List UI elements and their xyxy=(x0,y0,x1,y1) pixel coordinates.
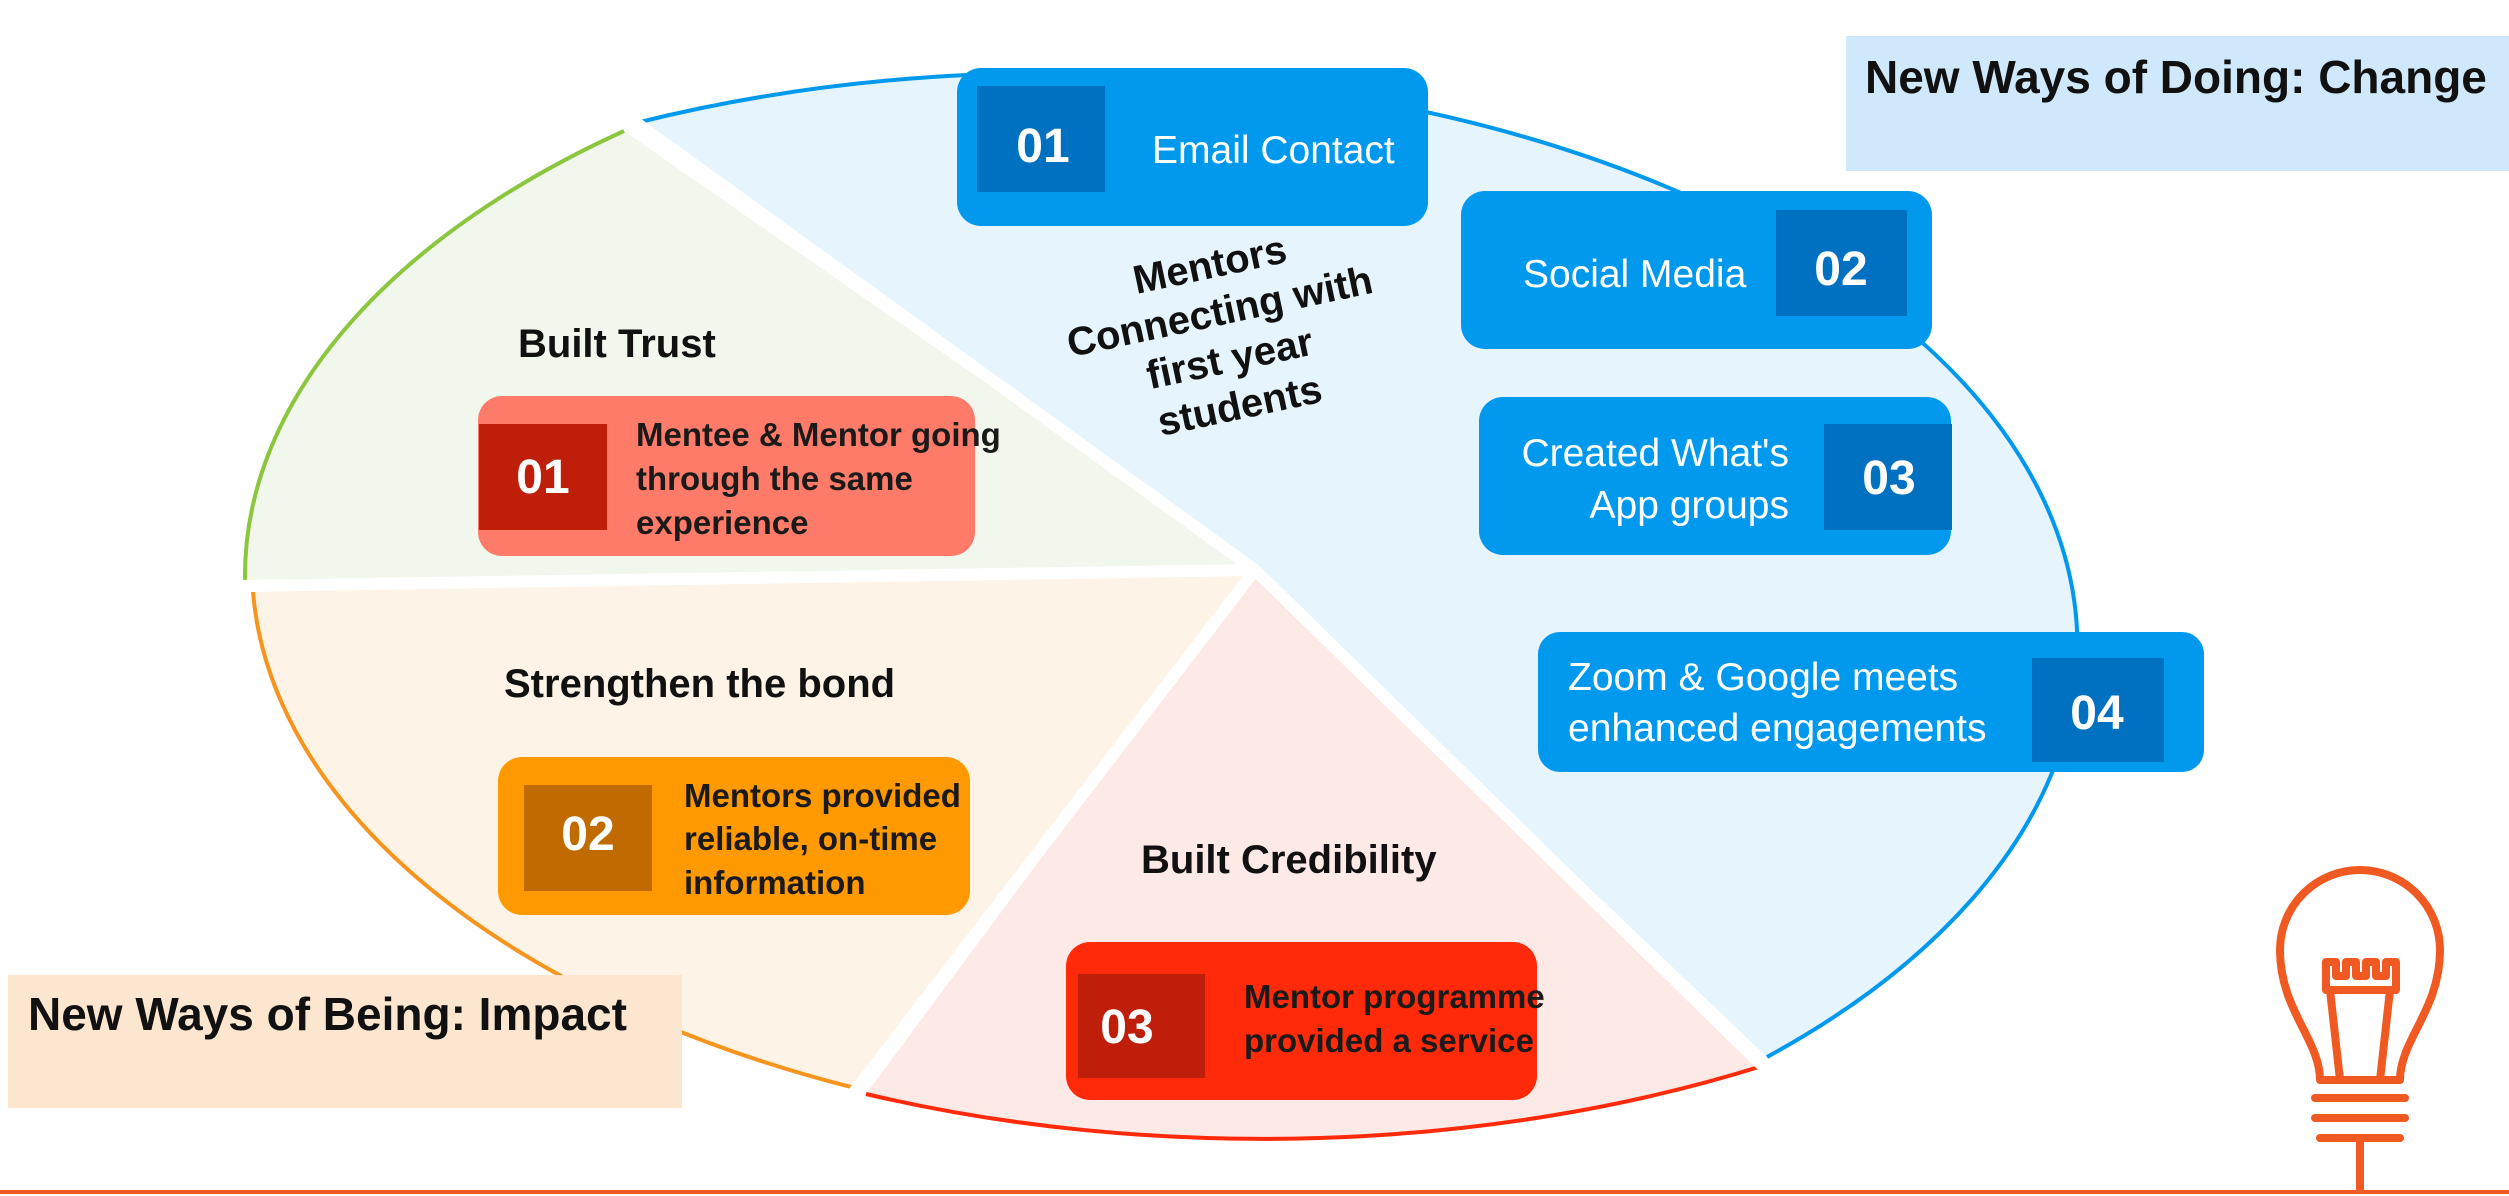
impact-line: information xyxy=(684,864,865,901)
impact-heading: Strengthen the bond xyxy=(504,662,895,706)
number-badge xyxy=(1078,974,1205,1078)
impact-line: experience xyxy=(636,504,808,541)
change-line: Email Contact xyxy=(1152,129,1395,172)
impact-line: Mentors provided xyxy=(684,777,961,814)
change-line: Zoom & Google meets xyxy=(1568,656,1958,699)
change-line: Created What's xyxy=(1521,432,1789,475)
number-badge xyxy=(479,424,607,530)
impact-line: Mentee & Mentor going xyxy=(636,416,1001,453)
number-badge xyxy=(1824,424,1952,530)
change-line: App groups xyxy=(1590,484,1789,527)
impact-heading: Built Credibility xyxy=(1141,838,1437,882)
number-label: 01 xyxy=(1016,120,1069,173)
credibility-arc xyxy=(865,1064,1763,1141)
impact-trust: Built Trust 01 Mentee & Mentor going thr… xyxy=(478,322,1001,556)
change-zoom: 04 Zoom & Google meets enhanced engageme… xyxy=(1538,632,2204,772)
number-badge xyxy=(524,785,652,891)
number-label: 03 xyxy=(1862,452,1915,505)
impact-line: provided a service xyxy=(1244,1022,1534,1059)
impact-bond: Strengthen the bond 02 Mentors provided … xyxy=(498,662,970,915)
number-label: 02 xyxy=(561,808,614,861)
lightbulb-icon xyxy=(2276,866,2444,1194)
change-label: New Ways of Doing: Change xyxy=(1865,51,2487,103)
change-email: 01 Email Contact xyxy=(957,68,1428,226)
impact-label-box: New Ways of Being: Impact xyxy=(8,975,682,1108)
change-line: Social Media xyxy=(1523,253,1747,296)
number-label: 02 xyxy=(1814,243,1867,296)
change-whatsapp: 03 Created What's App groups xyxy=(1479,397,1952,555)
number-label: 01 xyxy=(516,451,569,504)
number-badge xyxy=(977,86,1105,192)
change-label-box: New Ways of Doing: Change xyxy=(1846,36,2509,171)
impact-line: reliable, on-time xyxy=(684,820,937,857)
number-label: 04 xyxy=(2070,687,2124,740)
impact-label: New Ways of Being: Impact xyxy=(28,988,627,1040)
change-line: enhanced engagements xyxy=(1568,707,1987,750)
number-label: 03 xyxy=(1100,1001,1153,1054)
impact-credibility: Built Credibility 03 Mentor programme pr… xyxy=(1066,838,1545,1100)
impact-line: through the same xyxy=(636,460,913,497)
trust-arc xyxy=(242,129,625,583)
impact-line: Mentor programme xyxy=(1244,978,1545,1015)
number-badge xyxy=(1776,210,1907,316)
change-social: 02 Social Media xyxy=(1461,191,1932,349)
impact-heading: Built Trust xyxy=(518,322,716,366)
sector-separators xyxy=(239,106,1780,1104)
bond-arc xyxy=(251,591,856,1090)
number-badge xyxy=(2032,658,2164,762)
